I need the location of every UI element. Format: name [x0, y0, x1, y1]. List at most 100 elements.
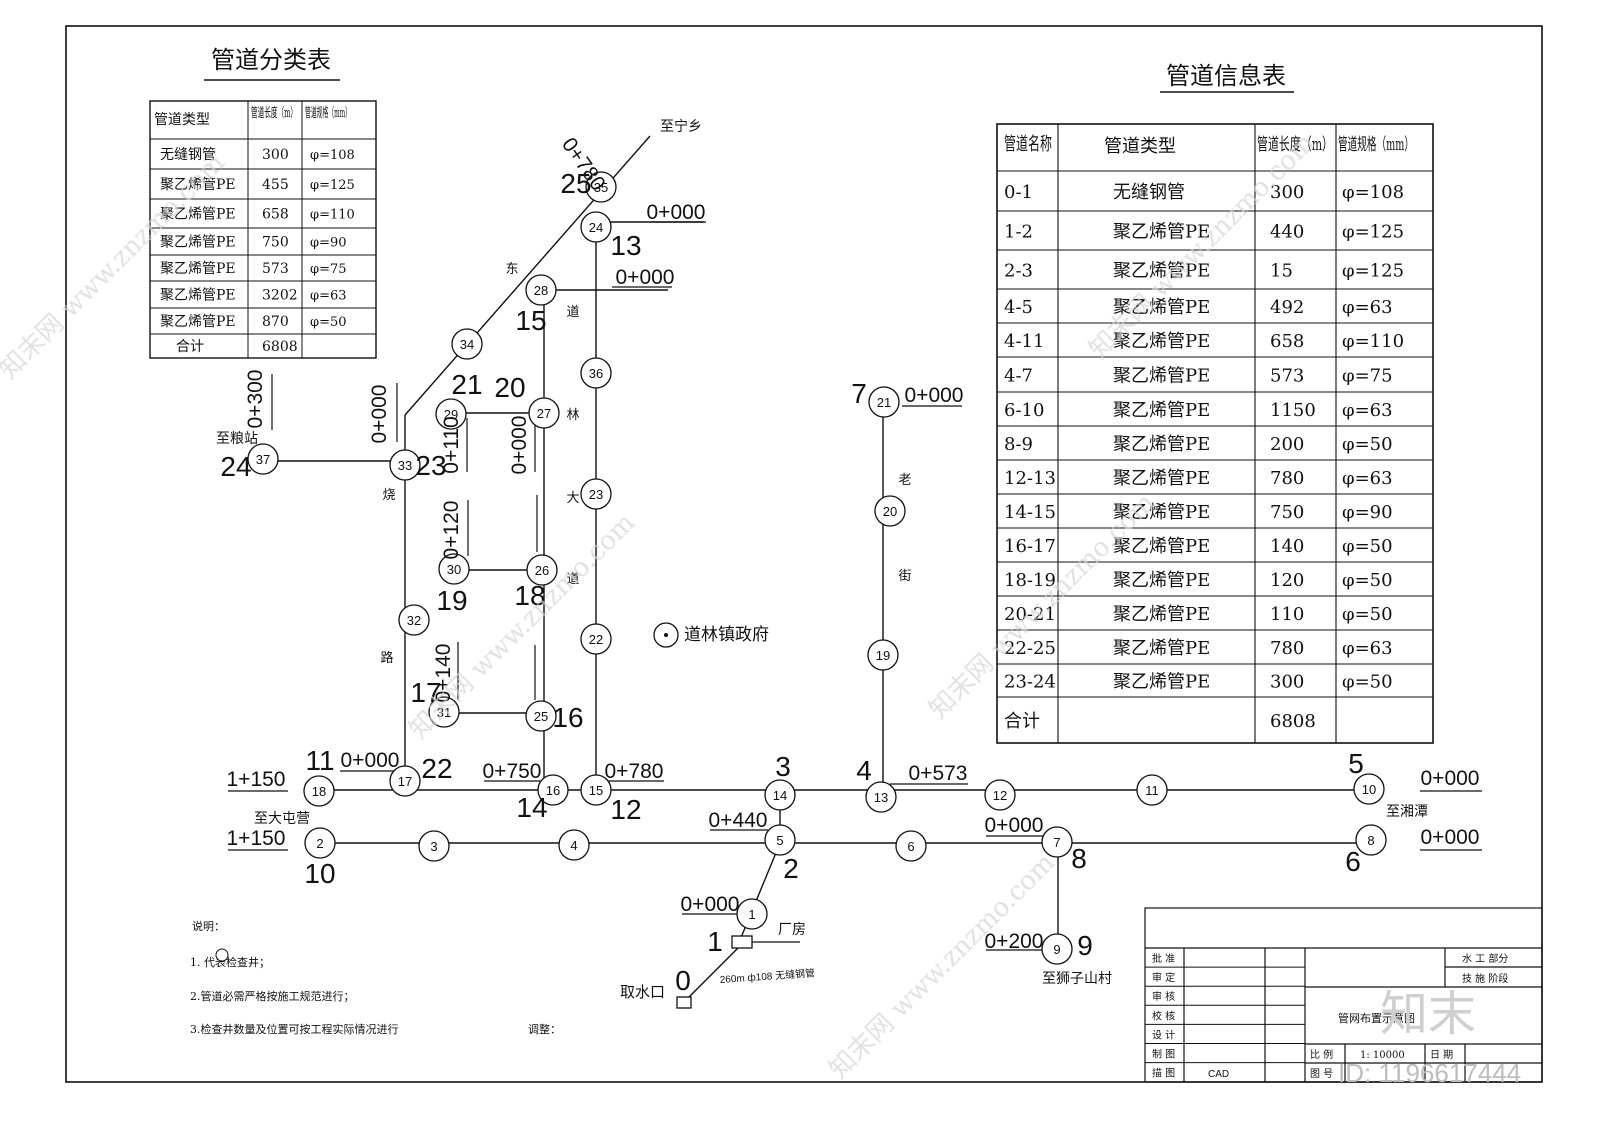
station-label: 0+000 — [681, 893, 740, 916]
node-number: 14 — [516, 792, 547, 823]
tb-cad: CAD — [1208, 1069, 1229, 1080]
it-cell-name: 12-13 — [1004, 468, 1056, 489]
it-cell-length: 300 — [1270, 182, 1304, 203]
it-cell-length: 573 — [1270, 366, 1304, 387]
tb-right-top-1: 水 工 部分 — [1462, 952, 1508, 965]
station-label: 0+140 — [432, 644, 455, 703]
it-cell-spec: φ=50 — [1342, 570, 1393, 591]
tb-row-label: 制 图 — [1152, 1048, 1175, 1061]
station-label: 0+300 — [244, 370, 267, 429]
it-cell-type: 聚乙烯管PE — [1113, 261, 1210, 282]
it-cell-spec: φ=63 — [1342, 638, 1393, 659]
it-cell-spec: φ=75 — [1342, 366, 1393, 387]
ct-cell-spec: φ=90 — [310, 236, 347, 251]
it-cell-name: 8-9 — [1004, 434, 1033, 455]
plant-label: 厂房 — [778, 922, 806, 938]
inspection-well-icon — [304, 827, 336, 859]
well-number: 35 — [594, 180, 608, 195]
node-number: 25 — [560, 168, 591, 199]
it-cell-spec: φ=50 — [1342, 536, 1393, 557]
station-label: 0+000 — [508, 416, 531, 475]
it-cell-spec: φ=110 — [1342, 331, 1404, 352]
well-number: 7 — [1053, 835, 1060, 850]
it-cell-spec: φ=63 — [1342, 297, 1393, 318]
well-number: 19 — [876, 648, 890, 663]
well-number: 22 — [589, 632, 603, 647]
inspection-well-icon — [389, 765, 421, 797]
street-char: 街 — [898, 569, 911, 584]
well-number: 13 — [874, 790, 888, 805]
it-cell-type: 聚乙烯管PE — [1113, 331, 1210, 352]
node-number: 11 — [305, 745, 334, 776]
tb-row-label: 审 核 — [1152, 990, 1175, 1003]
ct-cell-spec: φ=125 — [310, 178, 355, 193]
classification-table-title: 管道分类表 — [211, 46, 331, 74]
tb-row-label: 审 定 — [1152, 971, 1175, 984]
inspection-well-icon — [1355, 824, 1387, 856]
inspection-well-icon — [451, 328, 483, 360]
it-cell-type: 聚乙烯管PE — [1113, 222, 1210, 243]
node-number: 6 — [1345, 846, 1361, 877]
it-cell-length: 780 — [1270, 638, 1304, 659]
station-label: 0+200 — [985, 930, 1044, 953]
street-char: 东 — [505, 262, 518, 277]
well-number: 3 — [430, 839, 437, 854]
it-header-length: 管道长度（m） — [1257, 135, 1333, 155]
well-number: 2 — [316, 836, 323, 851]
ct-frame — [149, 100, 377, 359]
node-number: 21 — [451, 369, 482, 400]
inspection-well-icon — [895, 830, 927, 862]
node-number: 20 — [494, 372, 525, 403]
station-label: 0+000 — [341, 749, 400, 772]
ct-cell-length: 750 — [262, 235, 289, 251]
node-number: 1 — [707, 926, 723, 957]
well-number: 17 — [398, 774, 412, 789]
it-cell-name: 6-10 — [1004, 400, 1044, 421]
gov-label: 道林镇政府 — [684, 625, 769, 645]
it-cell-name: 20-21 — [1004, 604, 1056, 625]
inspection-well-icon — [580, 774, 612, 806]
it-cell-name: 4-5 — [1004, 297, 1033, 318]
node-number: 9 — [1077, 930, 1093, 961]
well-number: 14 — [773, 788, 787, 803]
street-char: 林 — [566, 408, 579, 423]
inspection-well-icon — [438, 553, 470, 585]
station-underlines — [228, 221, 1482, 951]
it-cell-length: 6808 — [1270, 711, 1316, 732]
intake-label: 取水口 — [620, 983, 665, 1001]
it-frame — [996, 123, 1434, 744]
node-number: 8 — [1071, 843, 1087, 874]
it-cell-type: 聚乙烯管PE — [1113, 468, 1210, 489]
well-number: 8 — [1367, 833, 1374, 848]
well-number: 11 — [1145, 783, 1159, 798]
inspection-well-icon — [428, 696, 460, 728]
tb-row-label: 设 计 — [1152, 1028, 1175, 1041]
node-number: 19 — [436, 585, 467, 616]
pipe-intake-to-1 — [683, 945, 741, 1003]
it-cell-length: 15 — [1270, 261, 1293, 282]
inspection-well-icon — [558, 829, 590, 861]
it-cell-name: 4-7 — [1004, 366, 1033, 387]
it-cell-name: 1-2 — [1004, 222, 1033, 243]
notes: 说明： 1. 代表检查井； 2.管道必需严格按施工规范进行； 3.检查井数量及位… — [190, 919, 561, 1036]
ct-cell-type: 聚乙烯管PE — [160, 261, 236, 277]
to-xiangtan-label: 至湘潭 — [1386, 803, 1428, 820]
ct-cell-spec: φ=50 — [310, 315, 347, 330]
node-number: 18 — [514, 580, 545, 611]
ct-cell-length: 3202 — [262, 288, 298, 304]
info-table-title: 管道信息表 — [1166, 62, 1286, 90]
tb-drawing-name: 管网布置示意图 — [1338, 1011, 1415, 1025]
it-cell-spec: φ=50 — [1342, 672, 1393, 693]
node-number: 23 — [415, 450, 446, 481]
well-number: 31 — [437, 705, 451, 720]
station-label: 1+150 — [227, 827, 286, 850]
street-char: 道 — [566, 305, 579, 320]
station-label: 0+120 — [440, 501, 463, 560]
tb-date-label: 日 期 — [1430, 1049, 1453, 1061]
ct-cell-type: 聚乙烯管PE — [160, 207, 236, 223]
node-number: 7 — [851, 378, 867, 409]
it-cell-name: 合计 — [1004, 711, 1040, 732]
watermark-brand: 知末 — [1380, 988, 1476, 1041]
